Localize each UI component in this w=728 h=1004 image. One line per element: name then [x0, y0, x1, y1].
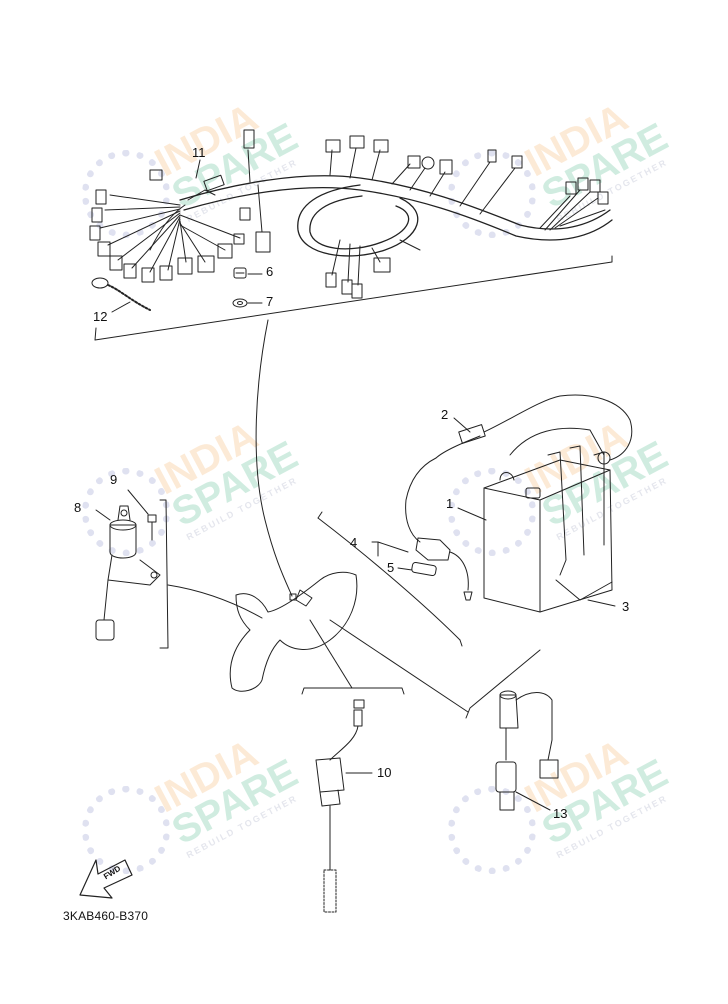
leader-line-8: [95, 509, 111, 521]
callout-3: 3: [622, 599, 630, 614]
callout-11: 11: [192, 145, 206, 160]
starter-relay-drawing: [415, 537, 473, 601]
neutral-switch-pointer-line: [309, 619, 353, 689]
callout-9: 9: [110, 472, 118, 487]
main-switch-bracket: [159, 499, 169, 649]
leader-line-11: [195, 159, 201, 179]
sensor-pointer-line: [329, 619, 469, 713]
callout-13: 13: [553, 806, 568, 821]
leader-line-2: [453, 417, 471, 433]
leader-line-5: [397, 567, 413, 571]
screw-drawing: [233, 267, 247, 279]
main-switch-drawing: [95, 505, 161, 641]
callout-7: 7: [266, 294, 274, 309]
leader-line-13: [515, 791, 551, 811]
harness-pointer-line: [255, 319, 293, 597]
neutral-switch-drawing: [315, 699, 365, 913]
leader-line-12: [111, 301, 131, 313]
callout-8: 8: [74, 500, 82, 515]
neutral-switch-bracket: [301, 687, 405, 695]
callout-2: 2: [441, 407, 449, 422]
leader-line-9: [127, 489, 149, 515]
fuse-drawing: [411, 561, 437, 577]
battery-bracket-tick: [459, 639, 463, 647]
callout-1: 1: [446, 496, 454, 511]
battery-bracket-line: [317, 517, 461, 641]
callout-5: 5: [387, 560, 395, 575]
callout-10: 10: [377, 765, 392, 780]
callout-6: 6: [266, 264, 274, 279]
battery-drawing: [483, 427, 613, 613]
battery-bracket-tick: [317, 511, 323, 519]
leader-line-3: [587, 599, 616, 607]
leader-line-4: [371, 541, 409, 557]
diagram-code: 3KAB460-B370: [63, 909, 149, 923]
leader-line-1: [457, 507, 487, 521]
harness-bracket-line: [94, 255, 613, 341]
fwd-arrow-icon: [79, 859, 133, 899]
sensor-switch-drawing: [495, 690, 559, 811]
clamp-band-drawing: [91, 277, 151, 311]
callout-4: 4: [350, 535, 358, 550]
callout-12: 12: [93, 309, 108, 324]
washer-drawing: [232, 298, 248, 308]
wire-harness-drawing: [89, 129, 613, 299]
frame-outline-drawing: [229, 571, 358, 692]
breather-pipe-drawing: [405, 394, 633, 543]
sensor-bracket: [465, 649, 541, 719]
main-switch-pointer-line: [167, 584, 263, 619]
